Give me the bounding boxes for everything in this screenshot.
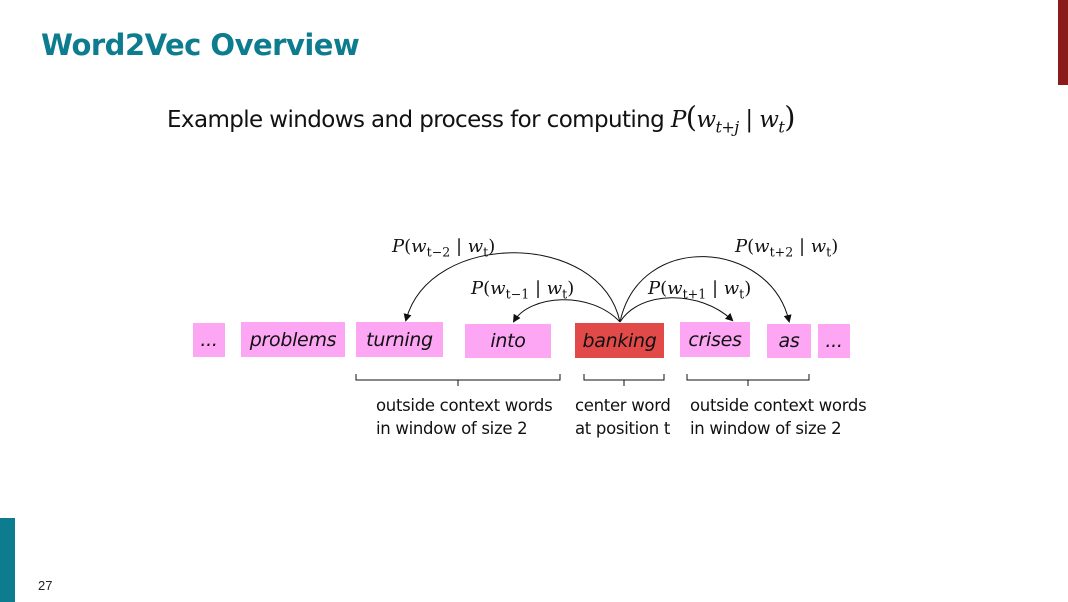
arrow-t-plus-1 [619,297,734,323]
arrow-t-minus-2 [403,252,621,323]
bracket-left-context [355,374,561,386]
word-ellipsis-left: ... [193,323,225,357]
word-problems: problems [241,322,345,357]
word-crises: crises [680,322,750,357]
word-ellipsis-right: ... [818,324,850,358]
corner-accent-bar [1058,0,1068,85]
prob-label-t-plus-2: P(wt+2 | wt) [735,236,839,260]
slide-title: Word2Vec Overview [41,28,360,62]
arrow-t-plus-2 [619,256,792,323]
page-number: 27 [38,578,53,593]
footer-accent-bar [0,518,15,602]
slide-subtitle: Example windows and process for computin… [167,100,795,137]
prob-label-t-minus-2: P(wt−2 | wt) [392,236,496,260]
word-into: into [465,324,551,358]
subtitle-formula: P(wt+j | wt) [670,100,796,137]
word-banking-center: banking [575,323,664,358]
word-turning: turning [356,322,443,357]
bracket-center [583,374,665,386]
word-as: as [767,324,811,358]
arrow-t-minus-1 [512,299,621,323]
prob-label-t-minus-1: P(wt−1 | wt) [471,278,575,302]
bracket-right-context [686,374,810,386]
prob-label-t-plus-1: P(wt+1 | wt) [648,278,752,302]
subtitle-text: Example windows and process for computin… [167,107,671,133]
